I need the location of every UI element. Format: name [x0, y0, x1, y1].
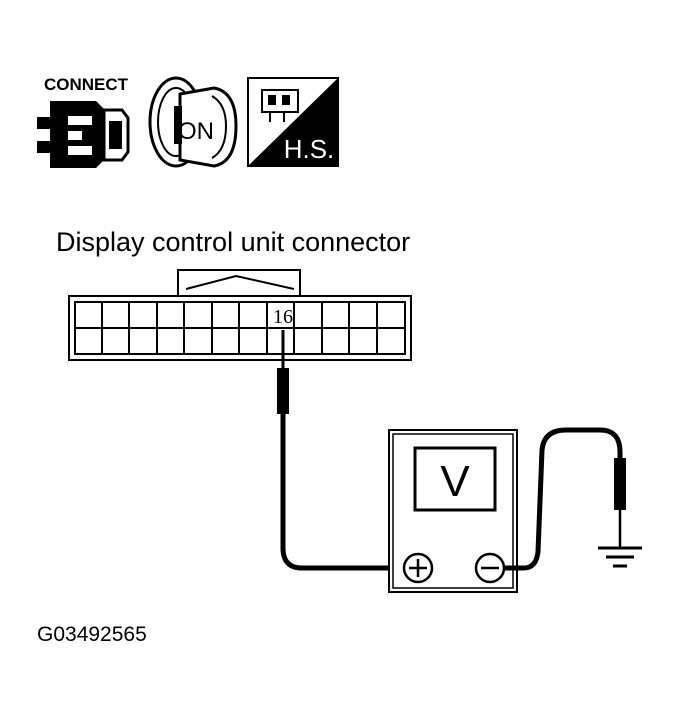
harness-side-label: H.S.	[284, 134, 335, 164]
plus-terminal-icon	[402, 552, 434, 584]
harness-side-icon: H.S.	[247, 77, 339, 167]
pin-number-label: 16	[273, 306, 293, 328]
display-control-unit-connector: 16	[68, 269, 412, 361]
voltmeter-symbol: V	[440, 457, 470, 506]
voltmeter: V	[388, 429, 518, 593]
connector-plug-icon	[37, 101, 130, 168]
figure-id: G03492565	[37, 623, 147, 646]
ignition-on-label: ON	[178, 118, 214, 145]
diagram-title: Display control unit connector	[56, 227, 410, 257]
ground-symbol-icon	[598, 546, 642, 568]
connect-icon-group: CONNECT	[37, 75, 130, 168]
positive-probe	[277, 330, 404, 571]
connector-pin-grid	[75, 302, 405, 354]
ignition-key-icon: ON	[148, 76, 238, 168]
connect-label: CONNECT	[44, 75, 129, 94]
ground-lead	[504, 427, 626, 571]
minus-terminal-icon	[474, 552, 506, 584]
